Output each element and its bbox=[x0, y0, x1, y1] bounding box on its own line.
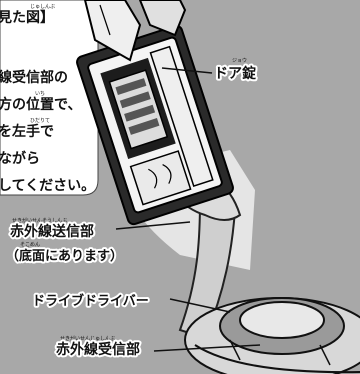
drive-driver-leader bbox=[169, 298, 231, 313]
ir-transmitter-label: 赤外線送信部 bbox=[10, 223, 94, 240]
door-lock-leader bbox=[161, 67, 213, 74]
instruction-line-4: を左手で bbox=[0, 123, 54, 140]
instruction-line-2: 線受信部の bbox=[0, 69, 68, 86]
door-lock-label: ドア錠 bbox=[214, 65, 257, 82]
instruction-ruby-1: じゅしんぶ bbox=[30, 4, 55, 10]
drive-driver-belt bbox=[184, 297, 360, 374]
ir-transmitter-note-ruby: そこめん bbox=[20, 241, 40, 248]
instruction-ruby-2: いち bbox=[35, 91, 45, 97]
instruction-line-3: 方の位置で、 bbox=[0, 96, 81, 113]
instruction-line-5: ながら bbox=[0, 150, 40, 167]
drive-driver-label: ドライブドライバー bbox=[32, 293, 149, 309]
instruction-text: じゅしんぶ 見た図】 線受信部の いち 方の位置で、 ひだりて を左手で ながら… bbox=[0, 4, 95, 194]
device-top-clip bbox=[83, 0, 187, 62]
ir-transmitter-leader bbox=[115, 221, 191, 230]
ir-transmitter-note: （底面にあります） bbox=[6, 248, 123, 264]
instruction-ruby-3: ひだりて bbox=[30, 118, 50, 124]
instruction-line-6: してください。 bbox=[0, 178, 95, 194]
ir-receiver-leader bbox=[153, 344, 261, 352]
door-lock-ruby: ジョウ bbox=[232, 57, 247, 64]
door-lock-device bbox=[76, 24, 234, 226]
ir-receiver-label: 赤外線受信部 bbox=[56, 341, 140, 358]
instruction-line-1: 見た図】 bbox=[0, 10, 54, 26]
ir-receiver-ruby: せきがいせんじゅしんぶ bbox=[60, 335, 115, 342]
ir-transmitter-ruby: せきがいせんそうしんぶ bbox=[12, 217, 67, 224]
